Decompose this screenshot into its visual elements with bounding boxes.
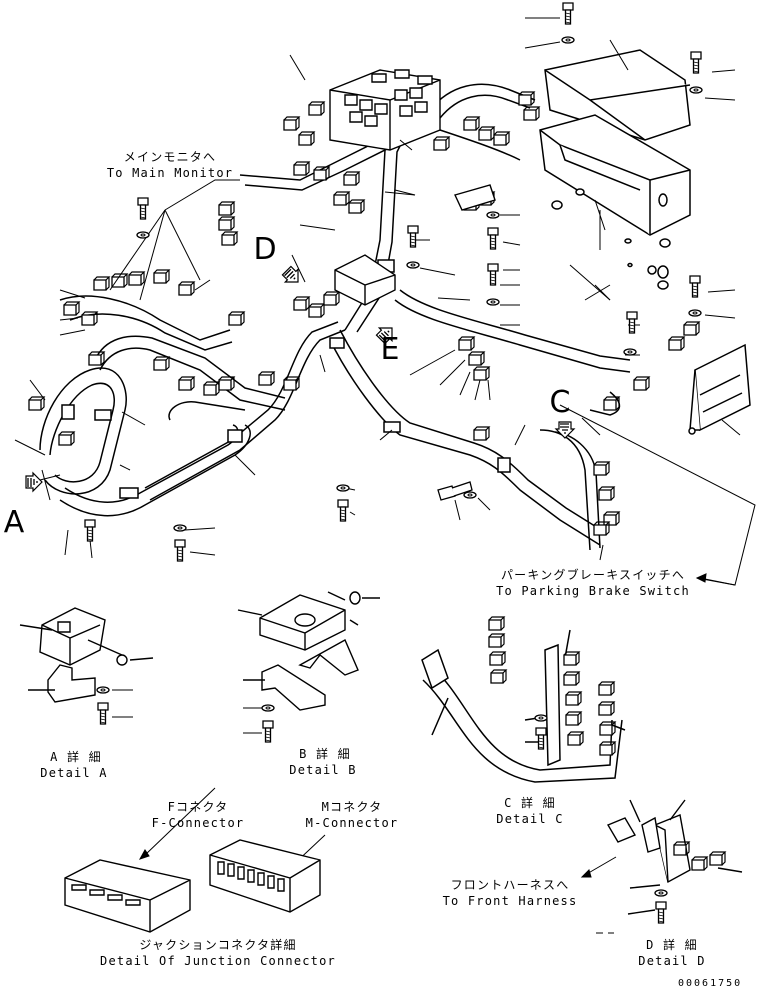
detail-a-drawing [20, 608, 153, 702]
detail-b-bolt [262, 720, 274, 743]
detail-c-title-jp: C 詳 細 [504, 796, 556, 810]
detail-c-title-en: Detail C [496, 812, 564, 826]
m-connector-label-jp: Mコネクタ [321, 800, 383, 814]
junction-connector-title-en: Detail Of Junction Connector [100, 954, 336, 968]
detail-c-drawing [422, 630, 625, 782]
detail-a-title-en: Detail A [40, 766, 108, 780]
bolt-horizontal [438, 482, 472, 500]
main-monitor-callout-en: To Main Monitor [106, 166, 234, 180]
right-bracket [689, 345, 750, 434]
parking-brake-callout-jp: パーキングブレーキスイッチへ [500, 568, 686, 582]
view-letter-e: E [380, 332, 400, 367]
main-monitor-callout-jp: メインモニタへ [123, 150, 217, 164]
detail-d-title-en: Detail D [638, 954, 706, 968]
detail-a-title-jp: A 詳 細 [50, 750, 102, 764]
parking-brake-callout-en: To Parking Brake Switch [496, 584, 690, 598]
f-connector-label-en: F-Connector [151, 816, 245, 830]
cover-and-case [540, 50, 690, 289]
detail-b-title-jp: B 詳 細 [299, 747, 351, 761]
view-letter-c: C [549, 385, 571, 420]
detail-a-bolt [97, 702, 109, 725]
front-harness-callout-jp: フロントハーネスへ [450, 878, 570, 892]
view-letter-a: A [3, 505, 25, 540]
m-connector-drawing [210, 840, 320, 912]
mount-plate [335, 185, 495, 305]
detail-b-title-en: Detail B [289, 763, 357, 777]
relay-box [330, 70, 440, 150]
detail-d-title-jp: D 詳 細 [646, 938, 698, 952]
junction-connector-title-jp: ジャクションコネクタ詳細 [139, 938, 297, 952]
front-harness-callout-en: To Front Harness [442, 894, 578, 908]
f-connector-label-jp: Fコネクタ [167, 800, 229, 814]
drawing-number: 00061750 [678, 978, 743, 989]
detail-b-drawing [238, 592, 380, 710]
detail-b-washer [261, 704, 275, 712]
detail-a-washer [96, 686, 110, 694]
view-letter-d: D [253, 232, 277, 267]
m-connector-label-en: M-Connector [305, 816, 399, 830]
f-connector-drawing [65, 860, 190, 932]
leader-lines [15, 18, 755, 585]
detail-d-drawing [608, 800, 742, 914]
